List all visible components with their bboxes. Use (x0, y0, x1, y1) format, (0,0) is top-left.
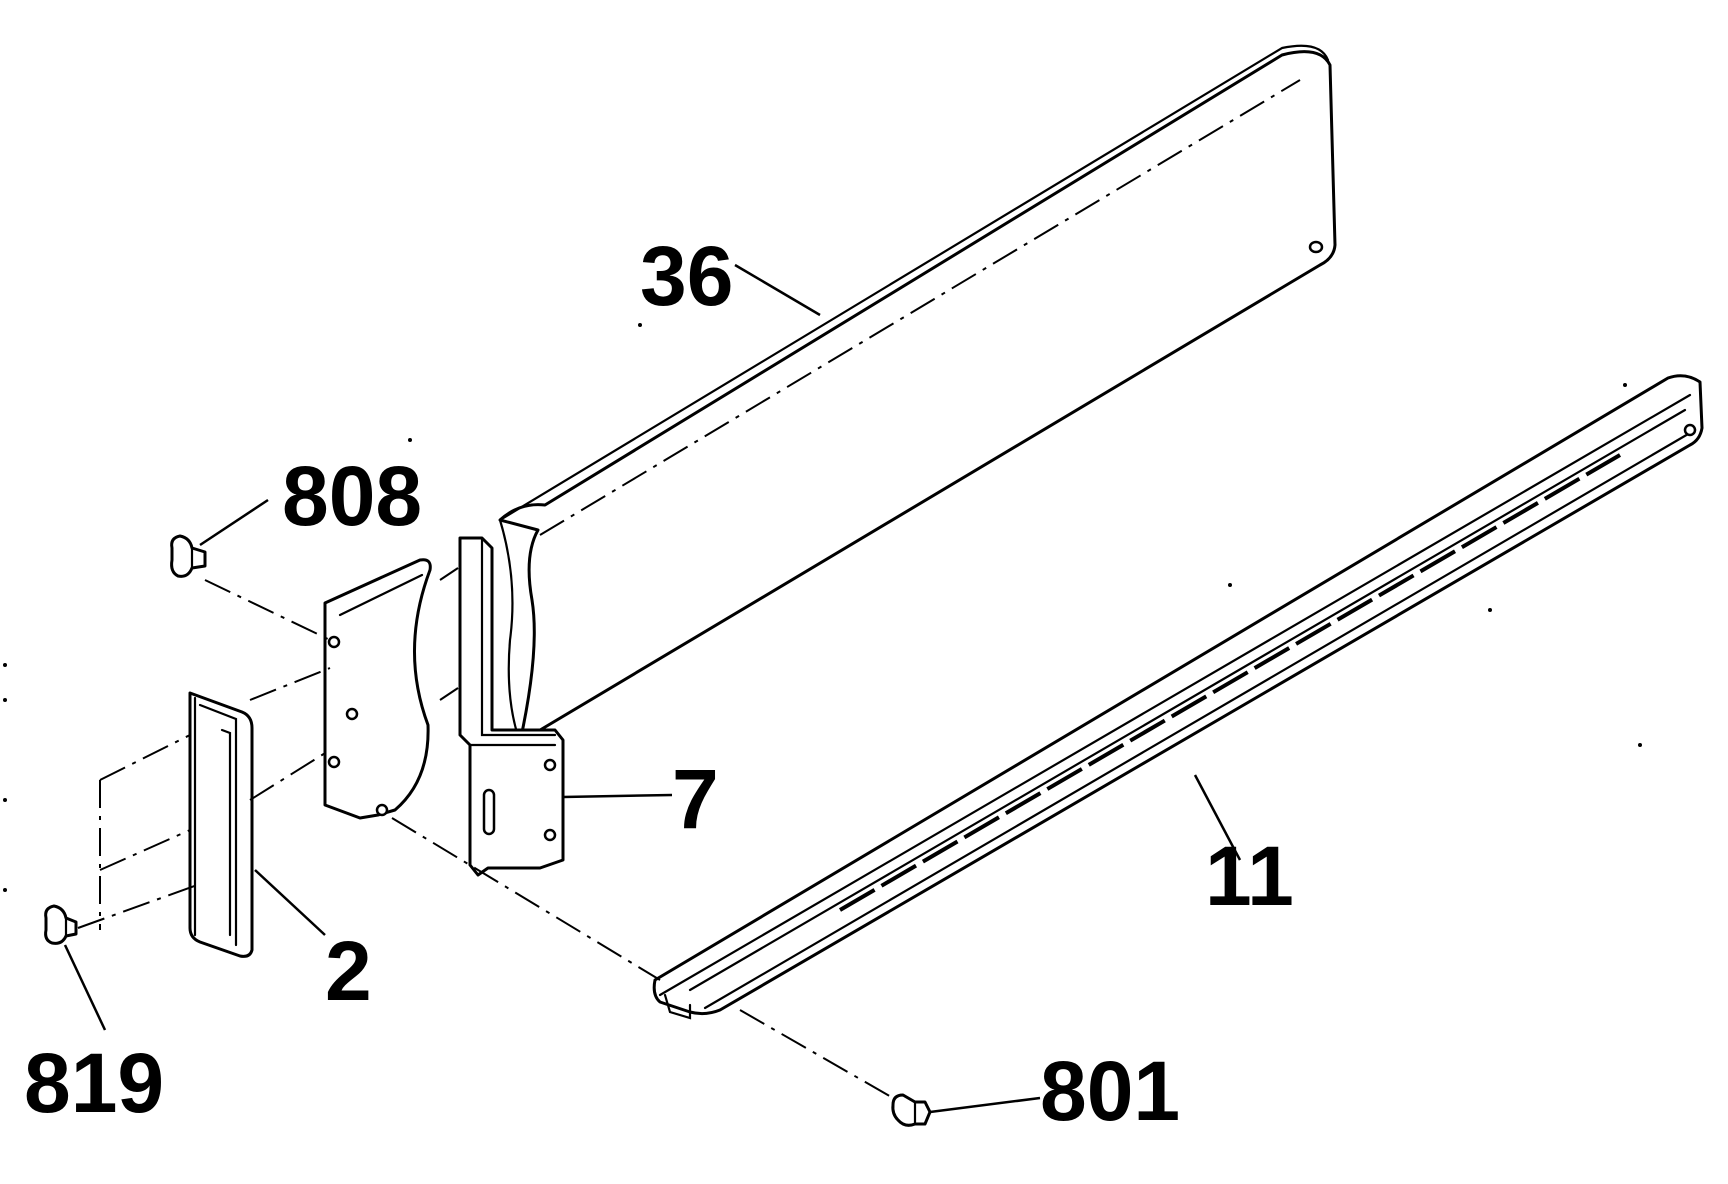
part-11-bottom-rail (652, 374, 1704, 1020)
callout-801: 801 (1040, 1044, 1180, 1138)
callout-2: 2 (325, 924, 372, 1018)
callout-11: 11 (1205, 829, 1294, 923)
part-7-end-bracket (458, 536, 565, 877)
leader-lines (63, 263, 1242, 1114)
callout-36: 36 (640, 229, 733, 323)
scan-specks (3, 323, 1642, 892)
callout-808: 808 (282, 449, 422, 543)
screw-808 (170, 534, 207, 578)
assembly-centerlines (77, 567, 894, 1099)
screw-819 (44, 904, 78, 945)
callout-7: 7 (672, 752, 719, 846)
left-end-cap (323, 558, 432, 820)
part-36-front-panel (498, 44, 1337, 744)
part-2-end-cover (188, 691, 254, 958)
screw-801 (891, 1093, 932, 1127)
callout-819: 819 (24, 1036, 164, 1130)
